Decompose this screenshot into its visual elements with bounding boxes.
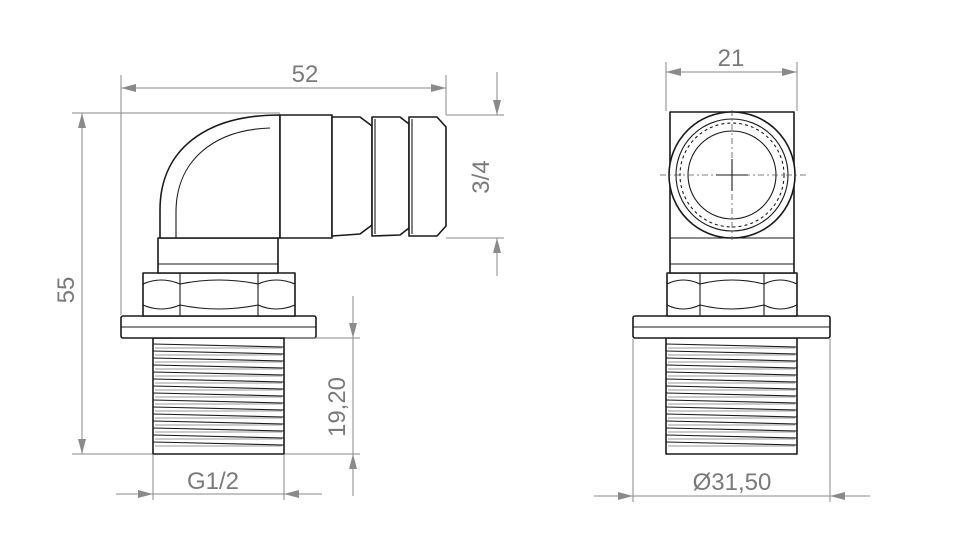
dim-label-thread-length: 19,20	[324, 377, 351, 437]
side-barb-2	[371, 116, 410, 237]
side-elbow	[159, 114, 281, 239]
dim-label-length: 52	[292, 61, 319, 88]
dim-label-width: 21	[718, 45, 745, 72]
dim-label-thread-size: G1/2	[187, 468, 239, 495]
dimension-lines	[72, 62, 870, 502]
side-barb-3	[408, 116, 447, 237]
dim-label-height: 55	[53, 277, 80, 304]
dimension-labels: 52 55 3/4 19,20 G1/2 21 Ø31,50	[53, 45, 771, 496]
side-tube	[279, 114, 333, 239]
front-view	[632, 110, 831, 455]
side-view	[120, 114, 447, 455]
side-collar	[157, 237, 279, 274]
side-hex-nut	[142, 272, 296, 317]
front-hex-nut	[666, 272, 798, 317]
front-thread	[665, 337, 798, 455]
dim-label-diameter: Ø31,50	[693, 469, 772, 496]
side-barb-1	[331, 116, 373, 237]
dim-label-hose: 3/4	[468, 160, 495, 193]
side-thread	[152, 337, 285, 455]
